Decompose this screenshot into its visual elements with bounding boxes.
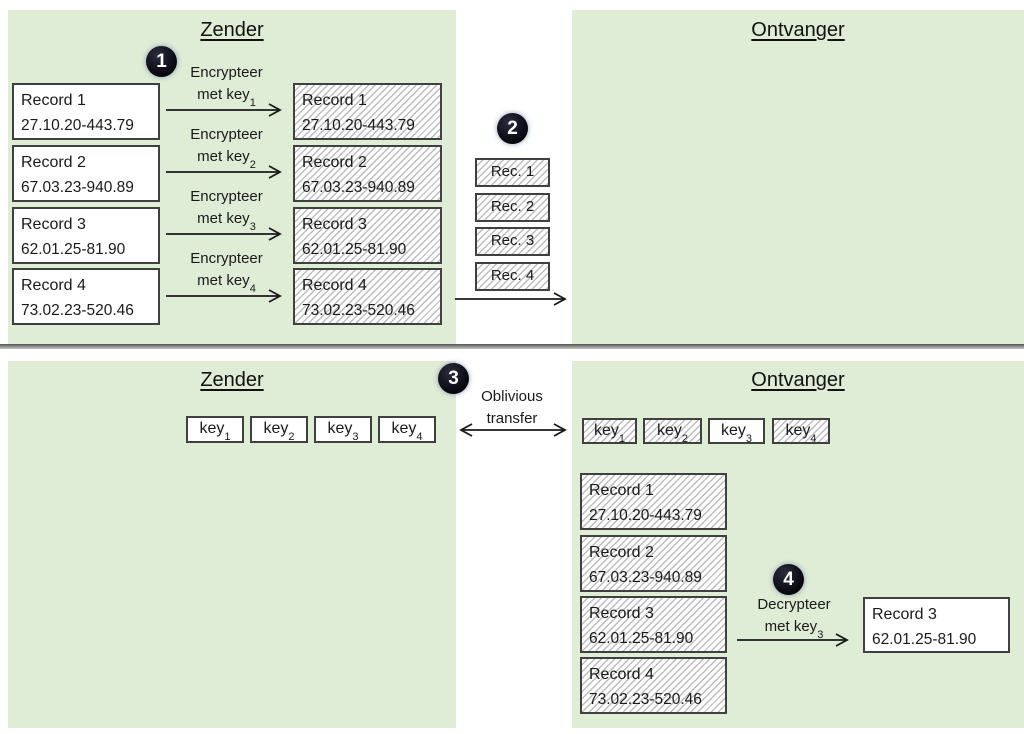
receiver-key-2: key2 (643, 418, 702, 445)
transfer-chip-2: Rec. 2 (475, 193, 550, 222)
receiver-record-3: Record 3 62.01.25-81.90 (580, 596, 727, 653)
encrypt-label-line1: Encrypteer (190, 126, 263, 143)
record-value: 67.03.23-940.89 (302, 179, 415, 196)
oblivious-transfer-label: Oblivious transfer (458, 386, 566, 430)
record-value: 62.01.25-81.90 (589, 630, 694, 647)
top-receiver-title: Ontvanger (751, 19, 845, 41)
encrypt-label-line1: Encrypteer (190, 250, 263, 267)
record-name: Record 4 (21, 277, 86, 294)
record-name: Record 2 (21, 154, 86, 171)
encrypt-label-line2: met key2 (197, 148, 256, 171)
record-name: Record 4 (589, 666, 654, 683)
oblivious-label-line2: transfer (486, 410, 538, 427)
encrypted-record-4: Record 4 73.02.23-520.46 (293, 268, 442, 325)
record-value: 67.03.23-940.89 (21, 179, 134, 196)
record-value: 73.02.23-520.46 (21, 302, 134, 319)
record-value: 62.01.25-81.90 (21, 241, 126, 258)
encrypt-label-line2: met key4 (197, 272, 256, 295)
record-value: 27.10.20-443.79 (589, 507, 702, 524)
record-name: Record 1 (21, 92, 86, 109)
receiver-key-4: key4 (772, 418, 830, 445)
record-value: 27.10.20-443.79 (302, 117, 415, 134)
receiver-key-3: key3 (708, 418, 765, 445)
sender-key-4: key4 (378, 416, 436, 443)
encrypt-label-1: Encrypteer met key1 (160, 62, 293, 109)
decrypted-record: Record 3 62.01.25-81.90 (863, 597, 1010, 653)
decrypt-arrow (737, 633, 849, 647)
record-value: 62.01.25-81.90 (302, 241, 407, 258)
record-name: Record 1 (589, 482, 654, 499)
encrypt-label-line2: met key1 (197, 86, 256, 109)
decrypt-label: Decrypteer met key3 (738, 594, 850, 641)
receiver-record-4: Record 4 73.02.23-520.46 (580, 657, 727, 714)
sender-key-2: key2 (250, 416, 308, 443)
step-3-badge: 3 (438, 363, 469, 394)
encrypt-label-2: Encrypteer met key2 (160, 124, 293, 171)
send-records-arrow (455, 292, 567, 306)
encrypted-record-3: Record 3 62.01.25-81.90 (293, 207, 442, 264)
encrypt-label-3: Encrypteer met key3 (160, 186, 293, 233)
record-name: Record 3 (872, 606, 937, 623)
step-1-badge: 1 (146, 46, 177, 77)
record-name: Record 1 (302, 92, 367, 109)
oblivious-label-line1: Oblivious (481, 388, 543, 405)
record-name: Record 2 (589, 544, 654, 561)
encrypt-arrow-4 (166, 289, 282, 303)
encrypt-label-line1: Encrypteer (190, 64, 263, 81)
record-name: Record 4 (302, 277, 367, 294)
oblivious-transfer-arrow (459, 423, 567, 437)
sender-record-4: Record 4 73.02.23-520.46 (12, 268, 160, 325)
receiver-key-1: key1 (582, 418, 637, 445)
record-value: 67.03.23-940.89 (589, 569, 702, 586)
step-2-badge: 2 (497, 113, 528, 144)
top-receiver-panel (572, 10, 1024, 344)
bottom-sender-title: Zender (200, 369, 264, 391)
record-value: 73.02.23-520.46 (589, 691, 702, 708)
receiver-record-2: Record 2 67.03.23-940.89 (580, 535, 727, 592)
encrypt-label-line2: met key3 (197, 210, 256, 233)
top-sender-title: Zender (200, 19, 264, 41)
transfer-chip-4: Rec. 4 (475, 262, 550, 291)
bottom-receiver-title: Ontvanger (751, 369, 845, 391)
step-4-badge: 4 (773, 564, 804, 595)
sender-record-1: Record 1 27.10.20-443.79 (12, 83, 160, 140)
transfer-chip-3: Rec. 3 (475, 227, 550, 256)
encrypt-arrow-1 (166, 103, 282, 117)
sender-record-2: Record 2 67.03.23-940.89 (12, 145, 160, 202)
sender-key-1: key1 (186, 416, 244, 443)
encrypt-arrow-2 (166, 165, 282, 179)
record-value: 62.01.25-81.90 (872, 631, 977, 648)
receiver-record-1: Record 1 27.10.20-443.79 (580, 473, 727, 530)
sender-record-3: Record 3 62.01.25-81.90 (12, 207, 160, 264)
transfer-chip-1: Rec. 1 (475, 158, 550, 187)
record-name: Record 3 (21, 216, 86, 233)
encrypted-record-2: Record 2 67.03.23-940.89 (293, 145, 442, 202)
decrypt-label-line1: Decrypteer (757, 596, 831, 613)
encrypt-label-4: Encrypteer met key4 (160, 248, 293, 295)
encrypt-label-line1: Encrypteer (190, 188, 263, 205)
section-divider (0, 344, 1024, 349)
record-value: 27.10.20-443.79 (21, 117, 134, 134)
encrypted-record-1: Record 1 27.10.20-443.79 (293, 83, 442, 140)
encrypt-arrow-3 (166, 227, 282, 241)
sender-key-3: key3 (314, 416, 372, 443)
record-value: 73.02.23-520.46 (302, 302, 415, 319)
record-name: Record 3 (302, 216, 367, 233)
record-name: Record 3 (589, 605, 654, 622)
decrypt-label-line2: met key3 (764, 618, 824, 641)
record-name: Record 2 (302, 154, 367, 171)
